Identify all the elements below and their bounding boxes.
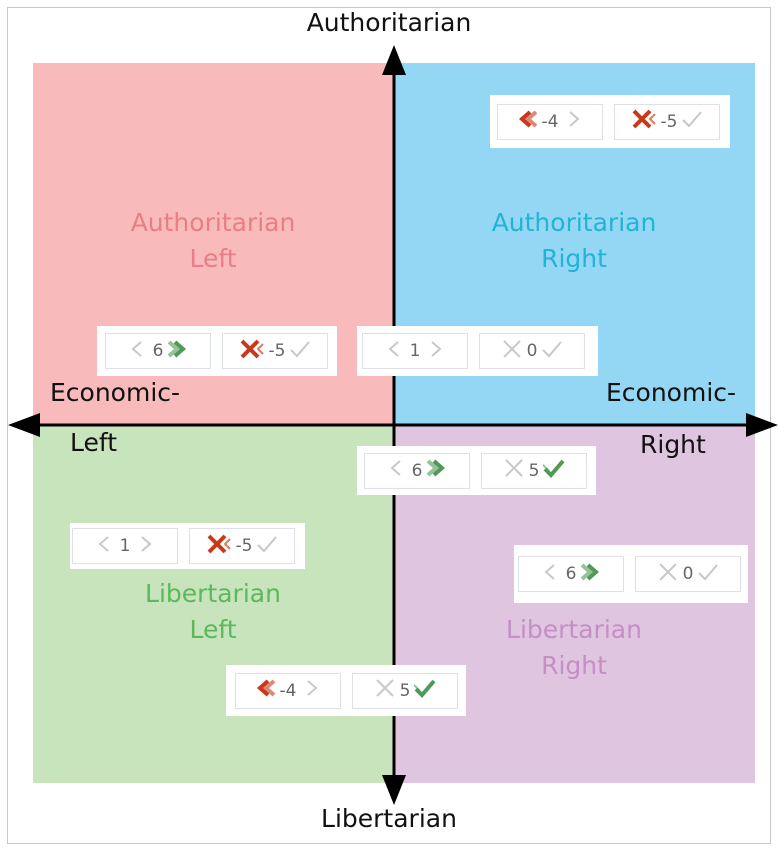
- vote-value: -5: [660, 111, 678, 132]
- vote-box: 0: [635, 556, 741, 592]
- vote-box: 5: [481, 452, 587, 489]
- vote-box: 0: [479, 333, 585, 369]
- chevron-left-icon[interactable]: [386, 457, 408, 484]
- axis-label-left-2: Left: [70, 428, 118, 457]
- chevron-left-icon[interactable]: [516, 108, 538, 135]
- check-icon[interactable]: [256, 533, 278, 560]
- rating-widget: 6 -5: [97, 326, 337, 376]
- vote-value: 5: [528, 460, 540, 481]
- axis-label-right-1: Economic-: [606, 378, 737, 407]
- chevron-left-icon[interactable]: [94, 533, 116, 560]
- vote-value: -5: [235, 536, 253, 556]
- cross-icon[interactable]: [657, 561, 679, 588]
- vote-value: 0: [682, 564, 694, 584]
- arrow-left-icon: [8, 413, 40, 437]
- check-icon[interactable]: [541, 338, 563, 365]
- chevron-right-icon[interactable]: [167, 338, 189, 365]
- rating-widget: 1 -5: [70, 523, 305, 569]
- score-box: 6: [364, 452, 470, 489]
- rating-widget: -4 -5: [490, 95, 730, 148]
- arrow-down-icon: [382, 775, 406, 805]
- chevron-right-icon[interactable]: [562, 108, 584, 135]
- cross-icon[interactable]: [501, 338, 523, 365]
- vote-box: 5: [352, 672, 458, 709]
- arrow-up-icon: [382, 45, 406, 75]
- check-icon[interactable]: [289, 338, 311, 365]
- rating-widget: 6 5: [357, 446, 596, 495]
- cross-icon[interactable]: [239, 338, 265, 365]
- axis-label-left-1: Economic-: [50, 378, 181, 407]
- chevron-right-icon[interactable]: [300, 677, 322, 704]
- cross-icon[interactable]: [503, 457, 525, 484]
- quadrant-libertarian-left: [33, 425, 393, 783]
- chevron-left-icon[interactable]: [254, 677, 276, 704]
- check-icon[interactable]: [681, 108, 703, 135]
- cross-icon[interactable]: [631, 108, 657, 135]
- chevron-left-icon[interactable]: [127, 338, 149, 365]
- chevron-right-icon[interactable]: [134, 533, 156, 560]
- score-value: 6: [152, 341, 164, 361]
- axis-label-bottom: Libertarian: [321, 804, 457, 833]
- score-value: 6: [565, 564, 577, 584]
- chevron-right-icon[interactable]: [426, 457, 448, 484]
- score-box: 1: [72, 528, 178, 564]
- check-icon[interactable]: [414, 677, 436, 704]
- vote-value: -5: [268, 341, 286, 361]
- check-icon[interactable]: [543, 457, 565, 484]
- cross-icon[interactable]: [206, 533, 232, 560]
- cross-icon[interactable]: [374, 677, 396, 704]
- score-value: 1: [409, 341, 421, 361]
- rating-widget: 6 0: [514, 545, 748, 603]
- rating-widget: 1 0: [357, 326, 598, 376]
- vote-value: 0: [526, 341, 538, 361]
- score-box: -4: [235, 672, 341, 709]
- axis-label-top: Authoritarian: [306, 8, 472, 37]
- vote-value: 5: [399, 680, 411, 701]
- chevron-right-icon[interactable]: [580, 561, 602, 588]
- score-box: 6: [105, 333, 211, 369]
- score-value: 6: [411, 460, 423, 481]
- chevron-left-icon[interactable]: [540, 561, 562, 588]
- vote-box: -5: [222, 333, 328, 369]
- arrow-right-icon: [746, 413, 778, 437]
- score-box: -4: [497, 103, 603, 140]
- score-value: 1: [119, 536, 131, 556]
- axis-label-right-2: Right: [640, 430, 706, 459]
- chevron-left-icon[interactable]: [384, 338, 406, 365]
- vote-box: -5: [189, 528, 295, 564]
- score-value: -4: [279, 680, 297, 701]
- score-box: 1: [362, 333, 468, 369]
- score-box: 6: [518, 556, 624, 592]
- score-value: -4: [541, 111, 559, 132]
- rating-widget: -4 5: [226, 665, 466, 716]
- chevron-right-icon[interactable]: [424, 338, 446, 365]
- vote-box: -5: [614, 103, 720, 140]
- check-icon[interactable]: [697, 561, 719, 588]
